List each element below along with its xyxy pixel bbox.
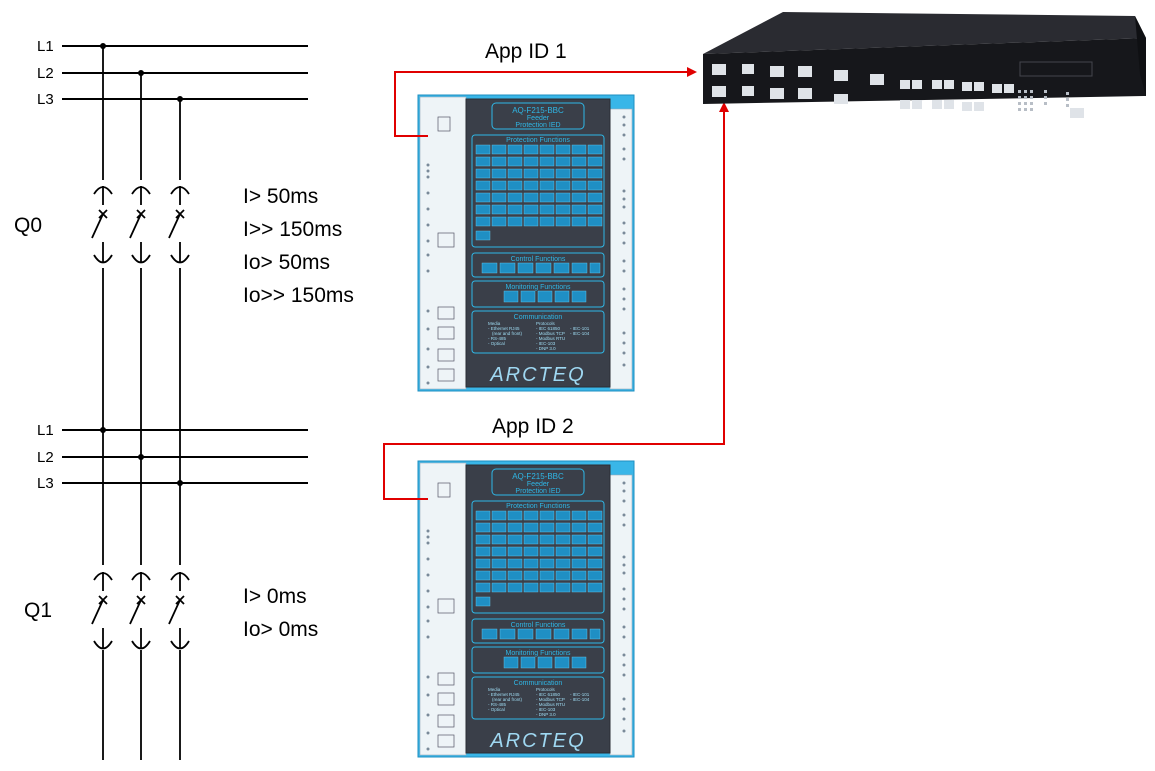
q0-label: Q0: [14, 214, 42, 237]
app-id-2-link: [383, 102, 729, 500]
ied1-protocol-7: - IEC-104: [570, 331, 590, 336]
ied2-protection-title: Protection Functions: [506, 503, 570, 510]
ied1-protocol-2: - Modbus TCP: [536, 331, 565, 336]
lower-bus-junctions: [100, 427, 183, 486]
ied1-media-title: Media: [488, 321, 501, 326]
q0-setting-4: Io>> 150ms: [243, 284, 354, 307]
ied2-type-line1: Feeder: [527, 481, 550, 488]
ied2-protocols-title: Protocols: [536, 687, 556, 692]
phase-conductors: [102, 46, 181, 760]
ied1-protocols-title: Protocols: [536, 321, 556, 326]
upper-bus-label-l3: L3: [37, 91, 54, 108]
ied2-media-title: Media: [488, 687, 501, 692]
ethernet-switch-icon: [703, 12, 1146, 118]
ied1-protection-title: Protection Functions: [506, 137, 570, 144]
lower-bus-label-l3: L3: [37, 475, 54, 492]
q0-setting-1: I> 50ms: [243, 185, 318, 208]
ied2-model: AQ-F215-BBC: [512, 472, 564, 481]
ied2-monitoring-title: Monitoring Functions: [506, 650, 571, 657]
ied1-protocol-1: - IEC 61850: [536, 326, 561, 331]
ied1-media-item-3: - RS-485: [488, 336, 507, 341]
ied2-media-item-2: (rear and front): [492, 697, 523, 702]
ied1-protocol-6: - IEC-101: [570, 326, 590, 331]
ied2-protocol-4: - IEC-103: [536, 707, 556, 712]
ied2-protocol-3: - Modbus RTU: [536, 702, 565, 707]
q1-label: Q1: [24, 599, 52, 622]
ied2-control-title: Control Functions: [511, 622, 566, 629]
app-id-2-label: App ID 2: [492, 415, 574, 438]
goose-links: [383, 67, 729, 500]
upper-busbar: [62, 45, 308, 100]
ied2-protocol-5: - DNP 3.0: [536, 712, 556, 717]
ied2-logo: ARCTEQ: [489, 730, 585, 752]
ied1-monitoring-title: Monitoring Functions: [506, 284, 571, 291]
ied2-protocol-7: - IEC-104: [570, 697, 590, 702]
ied2-protocol-1: - IEC 61850: [536, 692, 561, 697]
ied1-control-title: Control Functions: [511, 256, 566, 263]
ied1-type-line2: Protection IED: [515, 122, 560, 129]
ied2-media-item-4: - Optical: [488, 707, 505, 712]
ied1-protocol-4: - IEC-103: [536, 341, 556, 346]
q0-breaker-symbols: [91, 186, 190, 264]
ied2-protocol-2: - Modbus TCP: [536, 697, 565, 702]
ied2-communication-title: Communication: [514, 680, 563, 687]
ied1-logo: ARCTEQ: [489, 364, 585, 386]
lower-bus-label-l2: L2: [37, 449, 54, 466]
ied1-type-line1: Feeder: [527, 115, 550, 122]
q1-breaker-symbols: [91, 572, 190, 650]
q1-setting-2: Io> 0ms: [243, 618, 318, 641]
ied2-protocol-6: - IEC-101: [570, 692, 590, 697]
ied2-media-item-1: - Ethernet RJ45: [488, 692, 520, 697]
app-id-1-label: App ID 1: [485, 40, 567, 63]
upper-bus-label-l1: L1: [37, 38, 54, 55]
ied1-protocol-3: - Modbus RTU: [536, 336, 565, 341]
q1-setting-1: I> 0ms: [243, 585, 307, 608]
lower-bus-label-l1: L1: [37, 422, 54, 439]
ied1-protocol-5: - DNP 3.0: [536, 346, 556, 351]
ied1-media-item-1: - Ethernet RJ45: [488, 326, 520, 331]
ied2-media-item-3: - RS-485: [488, 702, 507, 707]
ied2-type-line2: Protection IED: [515, 488, 560, 495]
ied1-communication-title: Communication: [514, 314, 563, 321]
upper-bus-label-l2: L2: [37, 65, 54, 82]
ied1-media-item-4: - Optical: [488, 341, 505, 346]
ied1-model: AQ-F215-BBC: [512, 106, 564, 115]
q0-setting-2: I>> 150ms: [243, 218, 342, 241]
q0-setting-3: Io> 50ms: [243, 251, 330, 274]
lower-busbar: [62, 429, 308, 484]
app-id-1-link: [394, 67, 697, 137]
ied1-media-item-2: (rear and front): [492, 331, 523, 336]
ied-relay-2: AQ-F215-BBC Feeder Protection IED Protec…: [417, 460, 635, 758]
ied-relay-1: AQ-F215-BBC Feeder Protection IED Protec…: [417, 94, 635, 392]
